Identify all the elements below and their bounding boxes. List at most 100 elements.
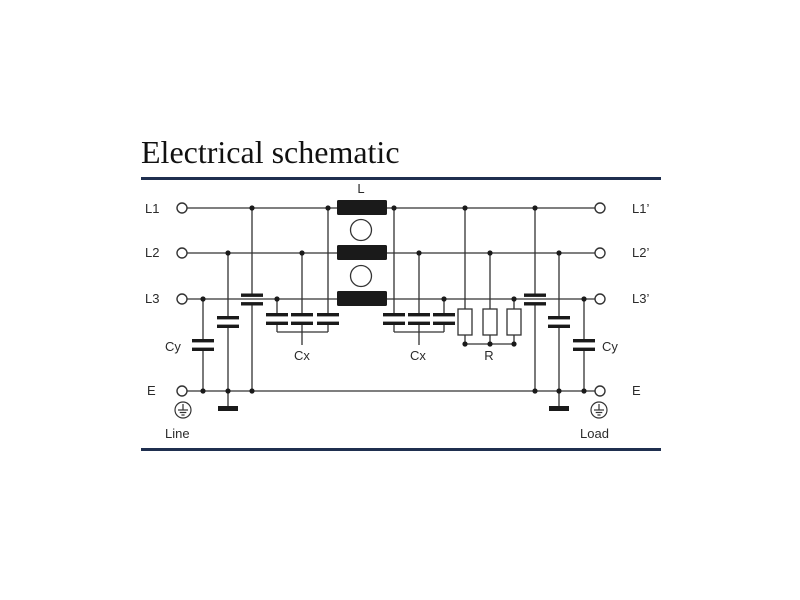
junction-dot xyxy=(532,388,538,394)
resistor-icon xyxy=(506,299,522,344)
capacitor-icon xyxy=(408,321,430,325)
terminal-label-e-load: E xyxy=(632,383,641,398)
junction-dot xyxy=(556,388,562,394)
title-rule xyxy=(141,177,661,180)
capacitor-icon xyxy=(317,313,339,317)
capacitor-icon xyxy=(317,321,339,325)
capacitor-icon xyxy=(383,321,405,325)
resistor-icon xyxy=(482,253,498,344)
junction-dot xyxy=(441,296,447,302)
terminal-label-e-line: E xyxy=(147,383,156,398)
capacitor-plate xyxy=(524,293,546,297)
chassis-ground-bar xyxy=(218,406,238,411)
ground-icon xyxy=(174,401,192,419)
components xyxy=(174,200,608,419)
junction-dot xyxy=(274,296,280,302)
terminal-icon xyxy=(176,293,188,305)
junction-dot xyxy=(200,296,206,302)
cy-label-line: Cy xyxy=(165,339,181,354)
capacitor-icon xyxy=(383,313,405,317)
capacitor-plate xyxy=(192,347,214,351)
capacitor-icon xyxy=(291,313,313,317)
terminal-icon xyxy=(176,247,188,259)
junction-dot xyxy=(511,296,517,302)
capacitor-plate xyxy=(573,347,595,351)
junction-dot xyxy=(200,388,206,394)
junction-dot xyxy=(225,250,231,256)
terminal-icon xyxy=(594,202,606,214)
terminal-label-l2: L2 xyxy=(145,245,159,260)
junction-dot xyxy=(511,341,517,347)
resistor-icon xyxy=(457,208,473,344)
terminal-label-l1-load: L1’ xyxy=(632,201,649,216)
capacitor-plate xyxy=(217,324,239,328)
junction-dot xyxy=(416,250,422,256)
terminal-icon xyxy=(176,385,188,397)
junction-dot xyxy=(462,341,468,347)
cx-label-line: Cx xyxy=(294,348,310,363)
capacitor-plate xyxy=(573,339,595,343)
terminal-label-l2-load: L2’ xyxy=(632,245,649,260)
page-title: Electrical schematic xyxy=(141,134,400,170)
inductor-icon xyxy=(337,200,387,306)
junction-dot xyxy=(581,296,587,302)
terminal-icon xyxy=(594,385,606,397)
capacitor-icon xyxy=(524,208,546,391)
capacitor-plate xyxy=(241,302,263,306)
terminal-label-l1: L1 xyxy=(145,201,159,216)
capacitor-plate xyxy=(524,302,546,306)
inductor-winding xyxy=(337,200,387,215)
capacitor-icon xyxy=(548,253,570,391)
terminal-icon xyxy=(594,293,606,305)
resistor-body xyxy=(506,308,522,336)
inductor-winding xyxy=(337,291,387,306)
load-side-label: Load xyxy=(580,426,609,441)
junction-dot xyxy=(249,388,255,394)
inductor-winding xyxy=(337,245,387,260)
inductor-label: L xyxy=(357,181,364,196)
junction-dot xyxy=(391,205,397,211)
capacitor-plate xyxy=(548,316,570,320)
capacitor-icon xyxy=(573,299,595,391)
junction-dot xyxy=(325,205,331,211)
terminal-icon xyxy=(176,202,188,214)
junction-dot xyxy=(532,205,538,211)
capacitor-icon xyxy=(433,321,455,325)
terminal-label-l3-load: L3’ xyxy=(632,291,649,306)
junction-dot xyxy=(581,388,587,394)
bottom-rule xyxy=(141,448,661,451)
terminal-label-l3: L3 xyxy=(145,291,159,306)
labels: L L1 L2 L3 E L1’ L2’ L3’ E Cy Cy Cx Cx R… xyxy=(145,181,649,441)
capacitor-icon xyxy=(408,313,430,317)
capacitor-plate xyxy=(217,316,239,320)
junction-dot xyxy=(556,250,562,256)
capacitor-icon xyxy=(266,321,288,325)
junction-dot xyxy=(249,205,255,211)
line-side-label: Line xyxy=(165,426,190,441)
inductor-core-ring xyxy=(349,264,373,288)
junction-dot xyxy=(299,250,305,256)
capacitor-icon xyxy=(266,313,288,317)
capacitor-icon xyxy=(192,299,214,391)
wires xyxy=(187,207,595,407)
ground-icon xyxy=(590,401,608,419)
capacitor-plate xyxy=(241,293,263,297)
junction-dot xyxy=(487,341,493,347)
resistor-body xyxy=(482,308,498,336)
cx-label-load: Cx xyxy=(410,348,426,363)
resistor-body xyxy=(457,308,473,336)
capacitor-icon xyxy=(433,313,455,317)
resistor-label: R xyxy=(484,348,493,363)
junction-dot xyxy=(225,388,231,394)
junction-dot xyxy=(487,250,493,256)
capacitor-plate xyxy=(192,339,214,343)
terminal-icon xyxy=(594,247,606,259)
capacitor-icon xyxy=(217,253,239,391)
capacitor-icon xyxy=(291,321,313,325)
inductor-core-ring xyxy=(349,218,373,242)
chassis-ground-bar xyxy=(549,406,569,411)
capacitor-plate xyxy=(548,324,570,328)
junction-dot xyxy=(462,205,468,211)
cy-label-load: Cy xyxy=(602,339,618,354)
